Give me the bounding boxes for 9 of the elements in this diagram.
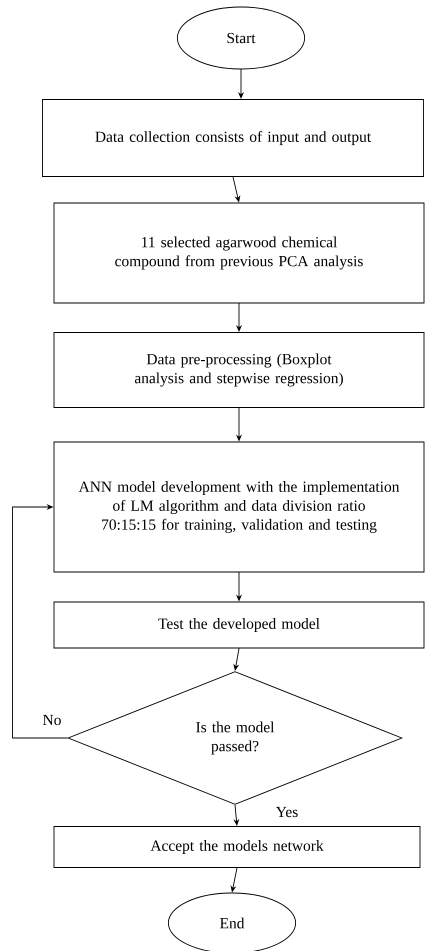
process-box: Data collection consists of input and output [42,99,424,177]
process-box: ANN model development with the implementation of LM algorithm and data division ratio 70:15:15 for training, validation and testing [54,442,424,572]
process-box: Data pre-processing (Boxplot analysis and stepwise regression) [54,332,424,408]
process-box: Test the developed model [54,602,424,648]
process-box: Accept the models network [54,826,420,868]
edge-label: Yes [274,806,300,818]
arrow [12,504,68,738]
process-box: 11 selected agarwood chemical compound from previous PCA analysis [54,202,424,304]
edge-label: No [42,714,62,726]
